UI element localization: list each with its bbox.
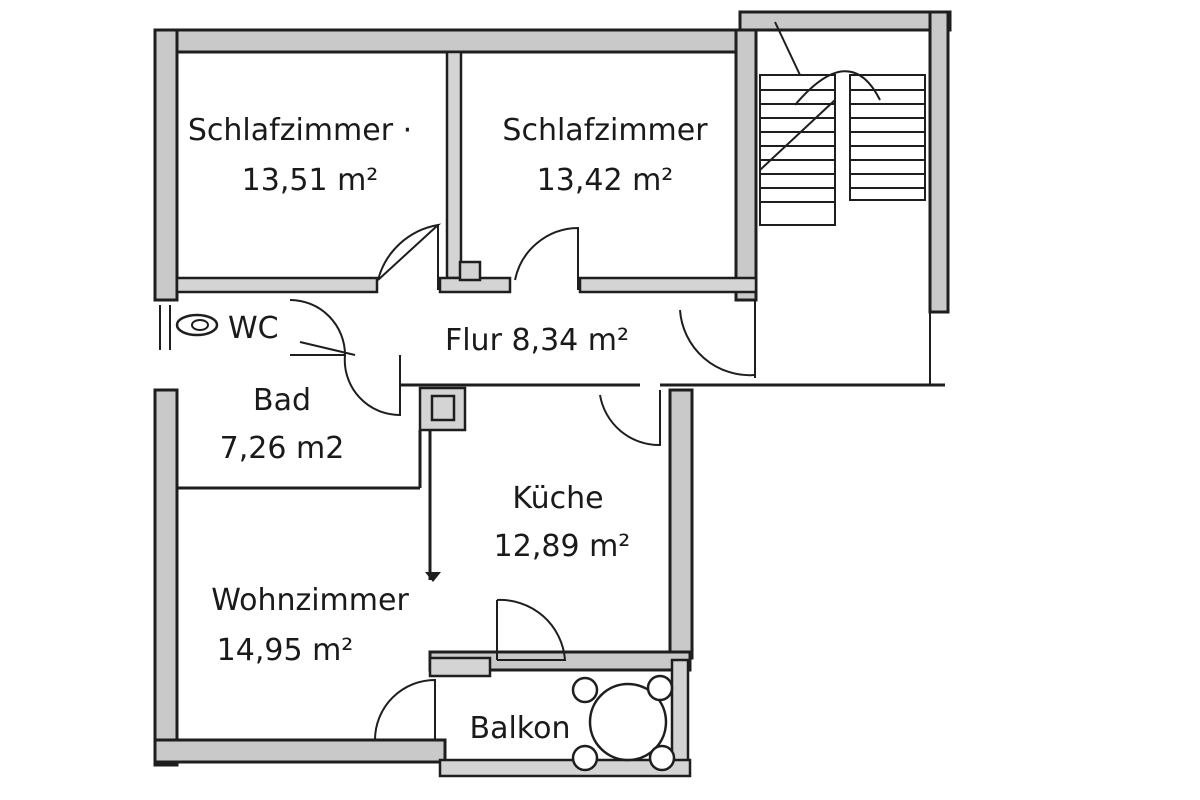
- balcony-chair: [571, 676, 599, 704]
- balcony-wall-stub: [428, 656, 492, 678]
- room-area-schlafzimmer-1: 13,51 m²: [242, 163, 379, 198]
- room-name-wc: WC: [228, 311, 279, 346]
- wall-right-bedroom: [734, 28, 758, 302]
- stair-edge-line: [774, 21, 801, 76]
- room-area-kueche: 12,89 m²: [494, 529, 631, 564]
- outer-walls: [153, 28, 758, 767]
- balcony-chair: [648, 744, 676, 772]
- interior-walls: [159, 50, 945, 580]
- wall-end-marker: [425, 572, 441, 582]
- wall-top: [153, 28, 757, 54]
- room-area-wohnzimmer: 14,95 m²: [217, 633, 354, 668]
- wall-shaft-inner: [430, 394, 456, 422]
- room-name-bad: Bad: [253, 383, 311, 418]
- staircase: [738, 10, 952, 385]
- wall-left-upper: [153, 28, 179, 302]
- room-name-schlafzimmer-2: Schlafzimmer: [502, 113, 708, 148]
- door-schlafzimmer-1: [377, 223, 442, 281]
- balcony-chair: [571, 744, 599, 772]
- room-name-wohnzimmer: Wohnzimmer: [211, 583, 409, 618]
- balcony-table: [588, 682, 668, 762]
- corridor-marker-line: [299, 341, 356, 356]
- room-labels: Schlafzimmer · 13,51 m² Schlafzimmer 13,…: [188, 113, 708, 746]
- room-name-kueche: Küche: [512, 481, 603, 516]
- balcony-rail-bottom: [438, 758, 692, 778]
- wall-left-lower: [153, 388, 179, 767]
- stair-flight-left: [759, 74, 836, 226]
- wall-bedroom2-bottom: [578, 276, 758, 294]
- door-schlafzimmer-2: [514, 226, 579, 290]
- stair-turn-arc: [794, 70, 881, 106]
- balcony: [428, 656, 692, 778]
- stair-flight-right: [849, 74, 926, 201]
- balcony-chair: [646, 674, 674, 702]
- room-name-balkon: Balkon: [470, 711, 571, 746]
- door-balkon-kitchen: [496, 598, 567, 661]
- room-name-schlafzimmer-1: Schlafzimmer ·: [188, 113, 412, 148]
- wall-right-kitchen: [668, 388, 694, 660]
- stair-steps-left: [760, 89, 835, 203]
- stair-steps-right: [850, 89, 925, 189]
- corridor-markers: [299, 341, 441, 582]
- doors: [289, 223, 756, 741]
- room-area-schlafzimmer-2: 13,42 m²: [537, 163, 674, 198]
- door-kueche: [599, 390, 661, 447]
- stair-wall-top: [738, 10, 952, 32]
- door-wc: [289, 299, 347, 356]
- door-entrance: [679, 309, 756, 377]
- door-bad: [343, 354, 401, 417]
- room-label-flur: Flur 8,34 m²: [445, 323, 629, 358]
- door-balkon-living: [374, 678, 436, 741]
- stair-wall-right: [928, 10, 950, 314]
- wall-bedroom1-bottom: [175, 276, 379, 294]
- room-area-bad: 7,26 m2: [220, 431, 345, 466]
- wall-bottom-living: [153, 738, 447, 764]
- wall-post: [458, 260, 482, 282]
- toilet-icon: [175, 313, 219, 337]
- stair-direction-line: [759, 99, 836, 171]
- wall-between-bedrooms: [445, 50, 463, 280]
